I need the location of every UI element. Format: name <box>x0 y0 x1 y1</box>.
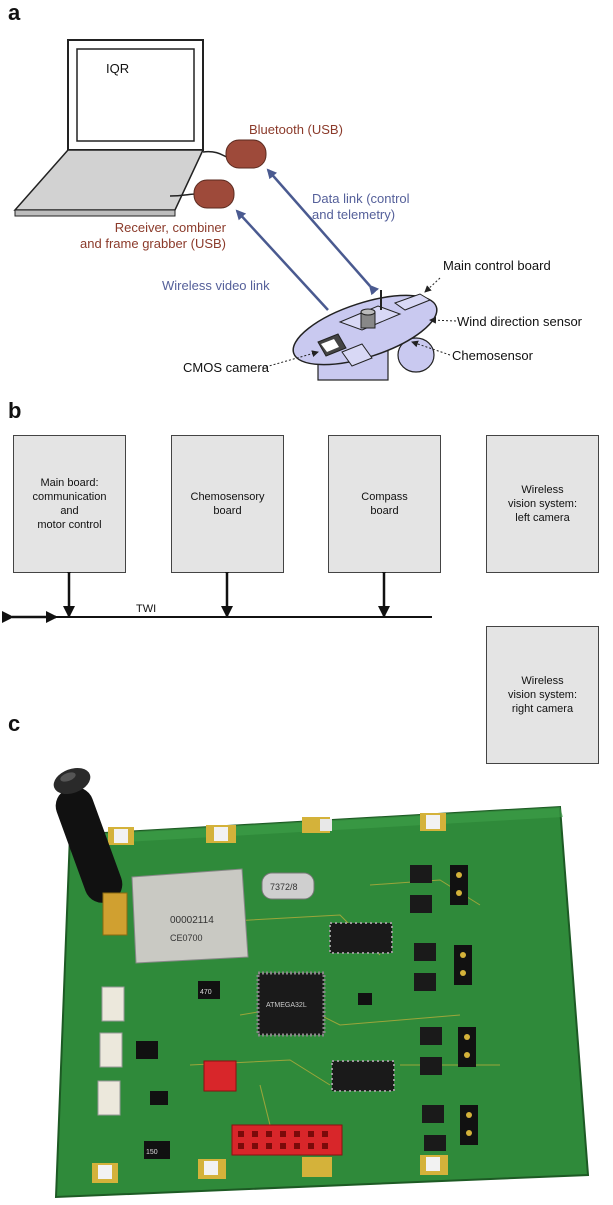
twi-label: TWI <box>136 603 156 615</box>
chemosensor-label: Chemosensor <box>452 348 534 363</box>
video-link-arrow <box>235 209 329 311</box>
white-connectors <box>97 986 125 1116</box>
module-text-2: CE0700 <box>170 933 203 943</box>
ic-chip-1 <box>329 922 393 954</box>
vision-left-label: Wireless vision system: left camera <box>507 484 578 524</box>
module-text-1: 00002114 <box>170 915 214 926</box>
main-board-box: Main board: communication and motor cont… <box>13 435 126 573</box>
compass-board-box: Compass board <box>328 435 441 573</box>
cmos-camera-label: CMOS camera <box>183 360 270 375</box>
panel-a-diagram: IQR Bluetooth (USB) Receiver, combiner a… <box>13 39 583 381</box>
chemosensory-board-box: Chemosensory board <box>171 435 284 573</box>
vision-right-box: Wireless vision system: right camera <box>486 626 599 764</box>
video-link-label: Wireless video link <box>162 278 270 293</box>
capacitors: 470 150 <box>136 981 372 1159</box>
microcontroller-chip: ATMEGA32L <box>256 971 326 1037</box>
crystal-oscillator: 7372/8 <box>261 872 315 900</box>
wind-direction-sensor-label: Wind direction sensor <box>457 314 583 329</box>
compass-board-label: Compass board <box>361 491 408 517</box>
data-link-label-line2: and telemetry) <box>312 207 395 222</box>
panel-label-b: b <box>8 398 22 423</box>
laptop-icon <box>13 39 229 217</box>
receiver-label-line2: and frame grabber (USB) <box>80 236 226 251</box>
antenna-icon <box>53 767 128 936</box>
receiver-dongle <box>193 179 235 209</box>
pin-headers <box>450 865 478 1145</box>
twi-bus-diagram: TWI <box>2 572 432 623</box>
cap-text-2: 150 <box>146 1149 158 1156</box>
data-link-label-line1: Data link (control <box>312 191 410 206</box>
led-pads <box>92 813 448 1183</box>
cap-text-1: 470 <box>200 989 212 996</box>
red-connectors <box>203 1060 343 1156</box>
crystal-text: 7372/8 <box>270 882 298 892</box>
main-board-label: Main board: communication and motor cont… <box>32 477 107 531</box>
laptop-label: IQR <box>106 61 129 76</box>
ic-chip-2 <box>331 1060 395 1092</box>
pcb-photo: 00002114 CE0700 7372/8 ATMEGA32L 470 150 <box>53 767 590 1199</box>
chip-text: ATMEGA32L <box>266 1002 307 1009</box>
vision-right-label: Wireless vision system: right camera <box>507 675 578 715</box>
main-control-board-label: Main control board <box>443 258 551 273</box>
driver-chips <box>410 865 446 1151</box>
receiver-label-line1: Receiver, combiner <box>115 220 227 235</box>
data-link-arrow <box>266 168 380 296</box>
chemosensory-board-label: Chemosensory board <box>190 491 265 517</box>
wireless-module: 00002114 CE0700 <box>131 868 249 964</box>
panel-label-a: a <box>8 0 21 25</box>
bluetooth-dongle <box>225 139 267 169</box>
bluetooth-label: Bluetooth (USB) <box>249 122 343 137</box>
panel-label-c: c <box>8 711 21 736</box>
vision-left-box: Wireless vision system: left camera <box>486 435 599 573</box>
robot-icon <box>292 290 438 381</box>
